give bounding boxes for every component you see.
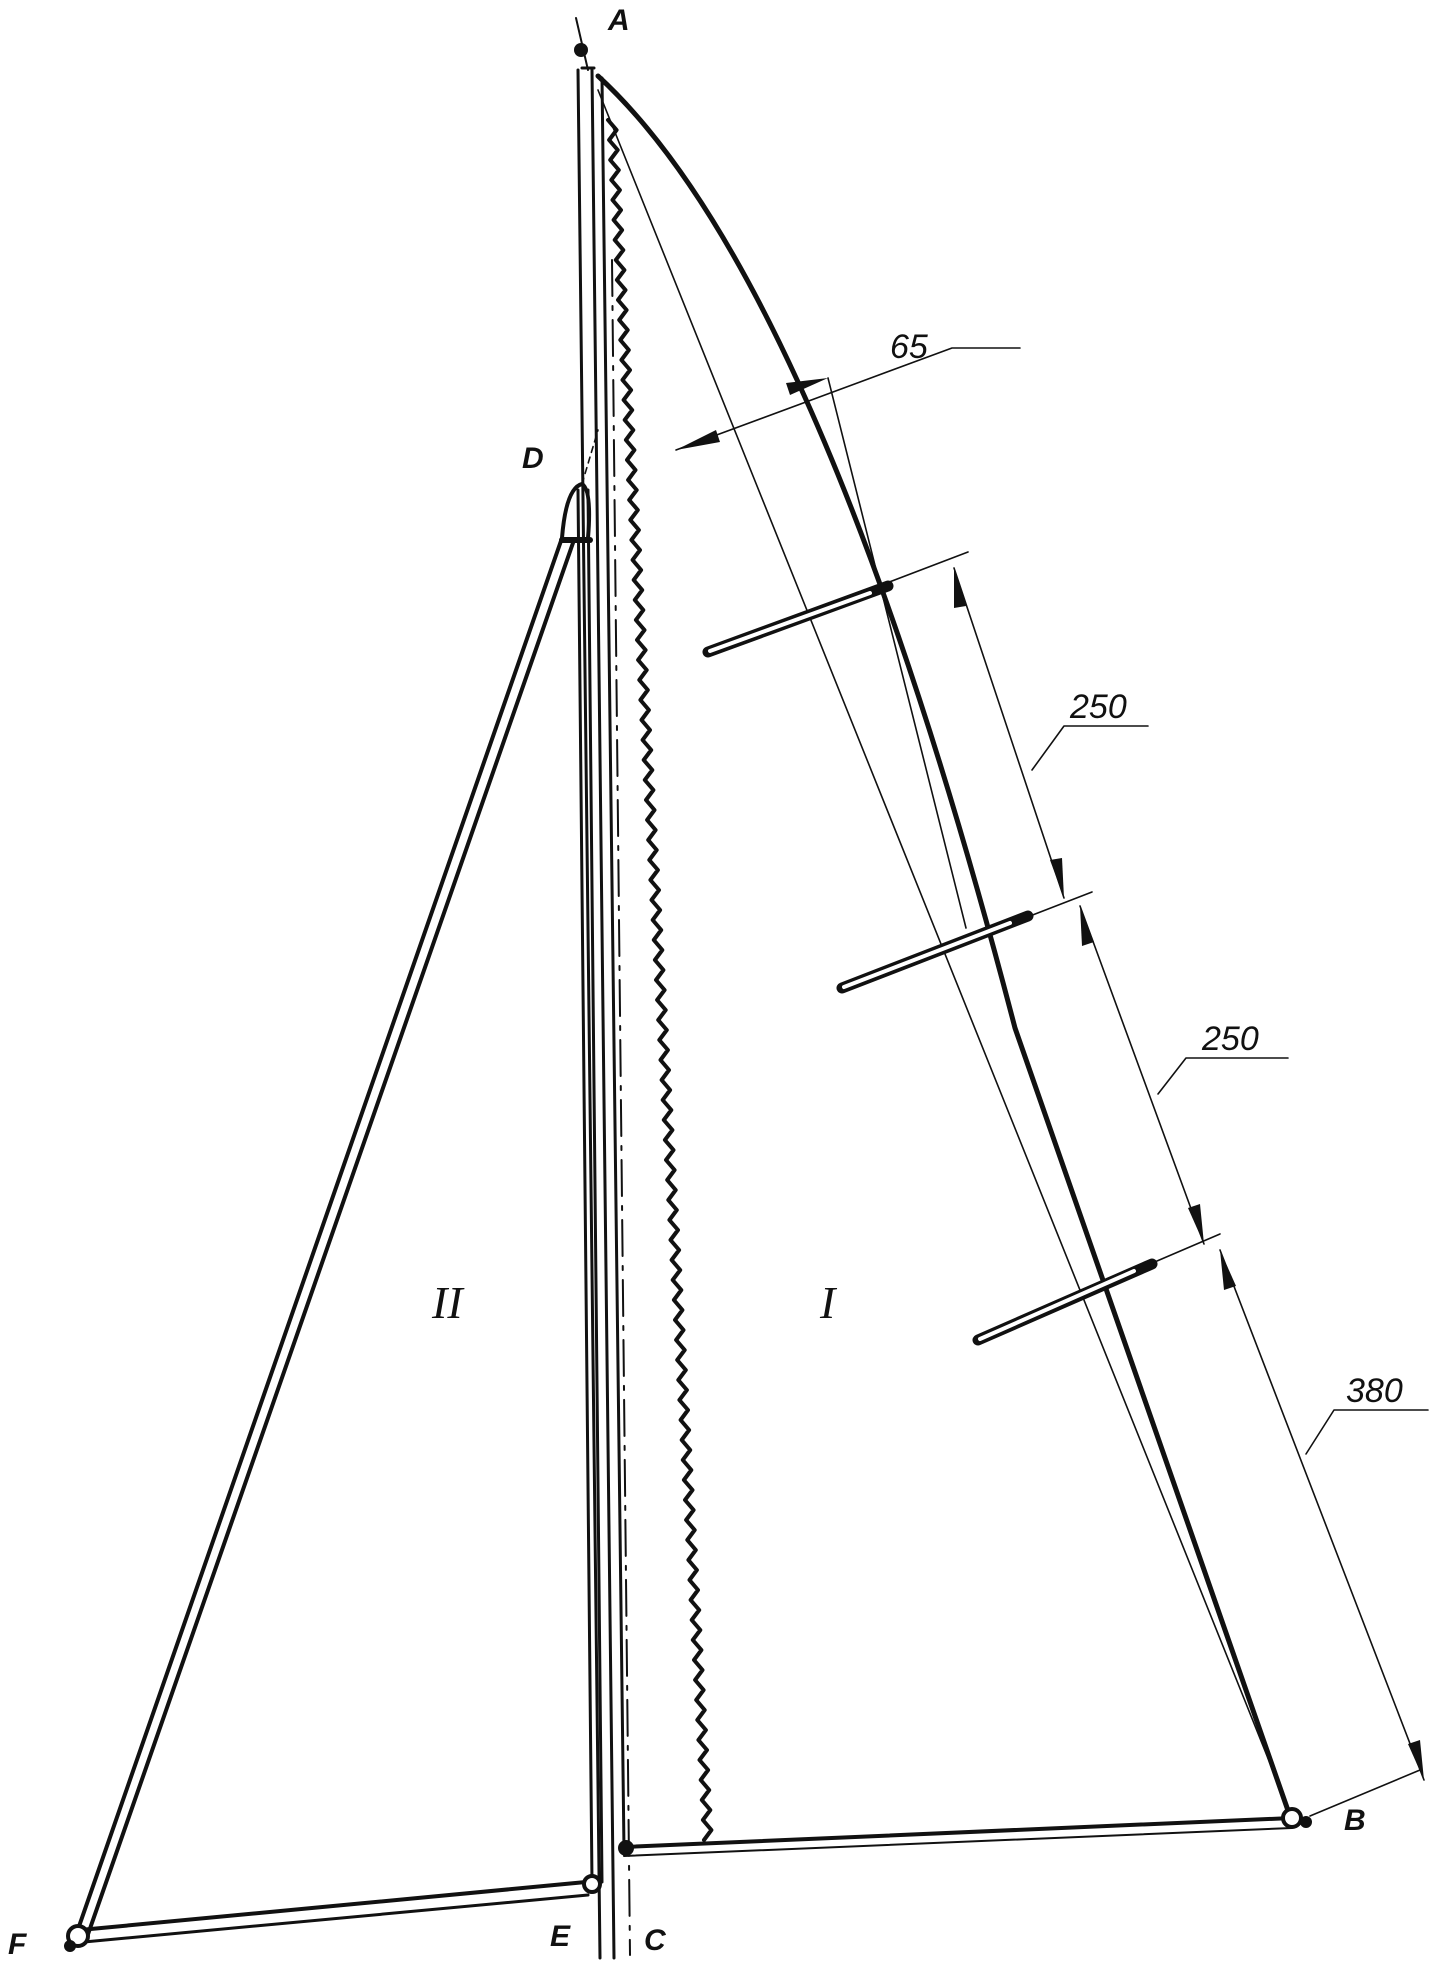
jib-clew-ring [582, 1874, 602, 1894]
dimension-65: 65 [890, 328, 928, 366]
jib-sail-label: II [431, 1277, 465, 1328]
jib-sail [64, 429, 604, 1952]
mast-centerline [611, 259, 631, 1956]
dimension-lines [675, 347, 1429, 1817]
point-label-e: E [550, 1920, 571, 1953]
clew-point [1300, 1816, 1312, 1828]
clew-ring [1281, 1807, 1303, 1829]
battens [702, 580, 1158, 1346]
main-sail [595, 73, 1312, 1857]
dimension-380: 380 [1346, 1372, 1403, 1410]
main-luff-rope [606, 118, 714, 1842]
tack-point [618, 1840, 634, 1856]
main-sail-label: I [819, 1277, 838, 1328]
dimension-250-upper: 250 [1069, 688, 1127, 726]
point-label-f: F [8, 1928, 27, 1961]
dimension-250-lower: 250 [1201, 1020, 1259, 1058]
jib-tack-point [64, 1940, 76, 1952]
point-label-d: D [522, 442, 544, 475]
point-label-a: A [607, 4, 630, 37]
point-label-b: B [1344, 1804, 1366, 1837]
point-label-c: C [644, 1924, 667, 1957]
masthead-fitting [574, 43, 588, 57]
mast [574, 17, 616, 1960]
